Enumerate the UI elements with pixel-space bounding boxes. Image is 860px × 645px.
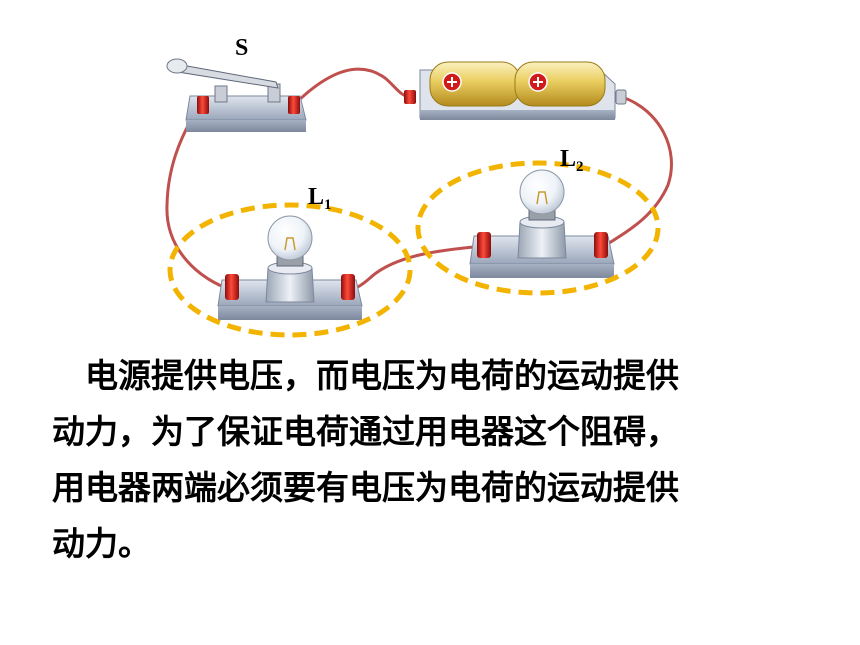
terminal-post-icon xyxy=(404,90,416,104)
wire-battery-to-lamp2 xyxy=(604,95,673,247)
lamp2-label: L2 xyxy=(560,146,584,175)
terminal-post-icon xyxy=(225,274,239,300)
text-line: 电源提供电压，而电压为电荷的运动提供 xyxy=(52,356,679,395)
knife-switch-icon xyxy=(166,58,307,132)
text-line: 动力。 xyxy=(52,524,151,563)
terminal-post-icon xyxy=(288,96,300,114)
terminal-post-icon xyxy=(341,274,355,300)
terminal-post-icon xyxy=(197,96,209,114)
lamp-l1 xyxy=(217,215,363,320)
explanation-paragraph: 电源提供电压，而电压为电荷的运动提供 动力，为了保证电荷通过用电器这个阻碍， 用… xyxy=(52,348,832,572)
wire-switch-to-battery xyxy=(294,67,412,105)
switch-label: S xyxy=(235,35,248,61)
wire-lamp2-to-lamp1 xyxy=(348,244,486,292)
terminal-post-icon xyxy=(594,232,608,258)
circuit-diagram: S L1 L2 xyxy=(165,35,673,338)
wire-lamp1-to-switch xyxy=(165,102,234,292)
terminal-post-icon xyxy=(477,232,491,258)
dashed-ellipse-icon xyxy=(415,160,661,296)
dashed-ellipse-icon xyxy=(167,202,413,338)
text-line: 用电器两端必须要有电压为电荷的运动提供 xyxy=(52,468,679,507)
wires xyxy=(165,67,673,292)
lamp-l2 xyxy=(469,169,615,278)
battery-icon xyxy=(404,61,627,120)
lamp1-label: L1 xyxy=(308,184,332,213)
text-line: 动力，为了保证电荷通过用电器这个阻碍， xyxy=(52,412,679,451)
